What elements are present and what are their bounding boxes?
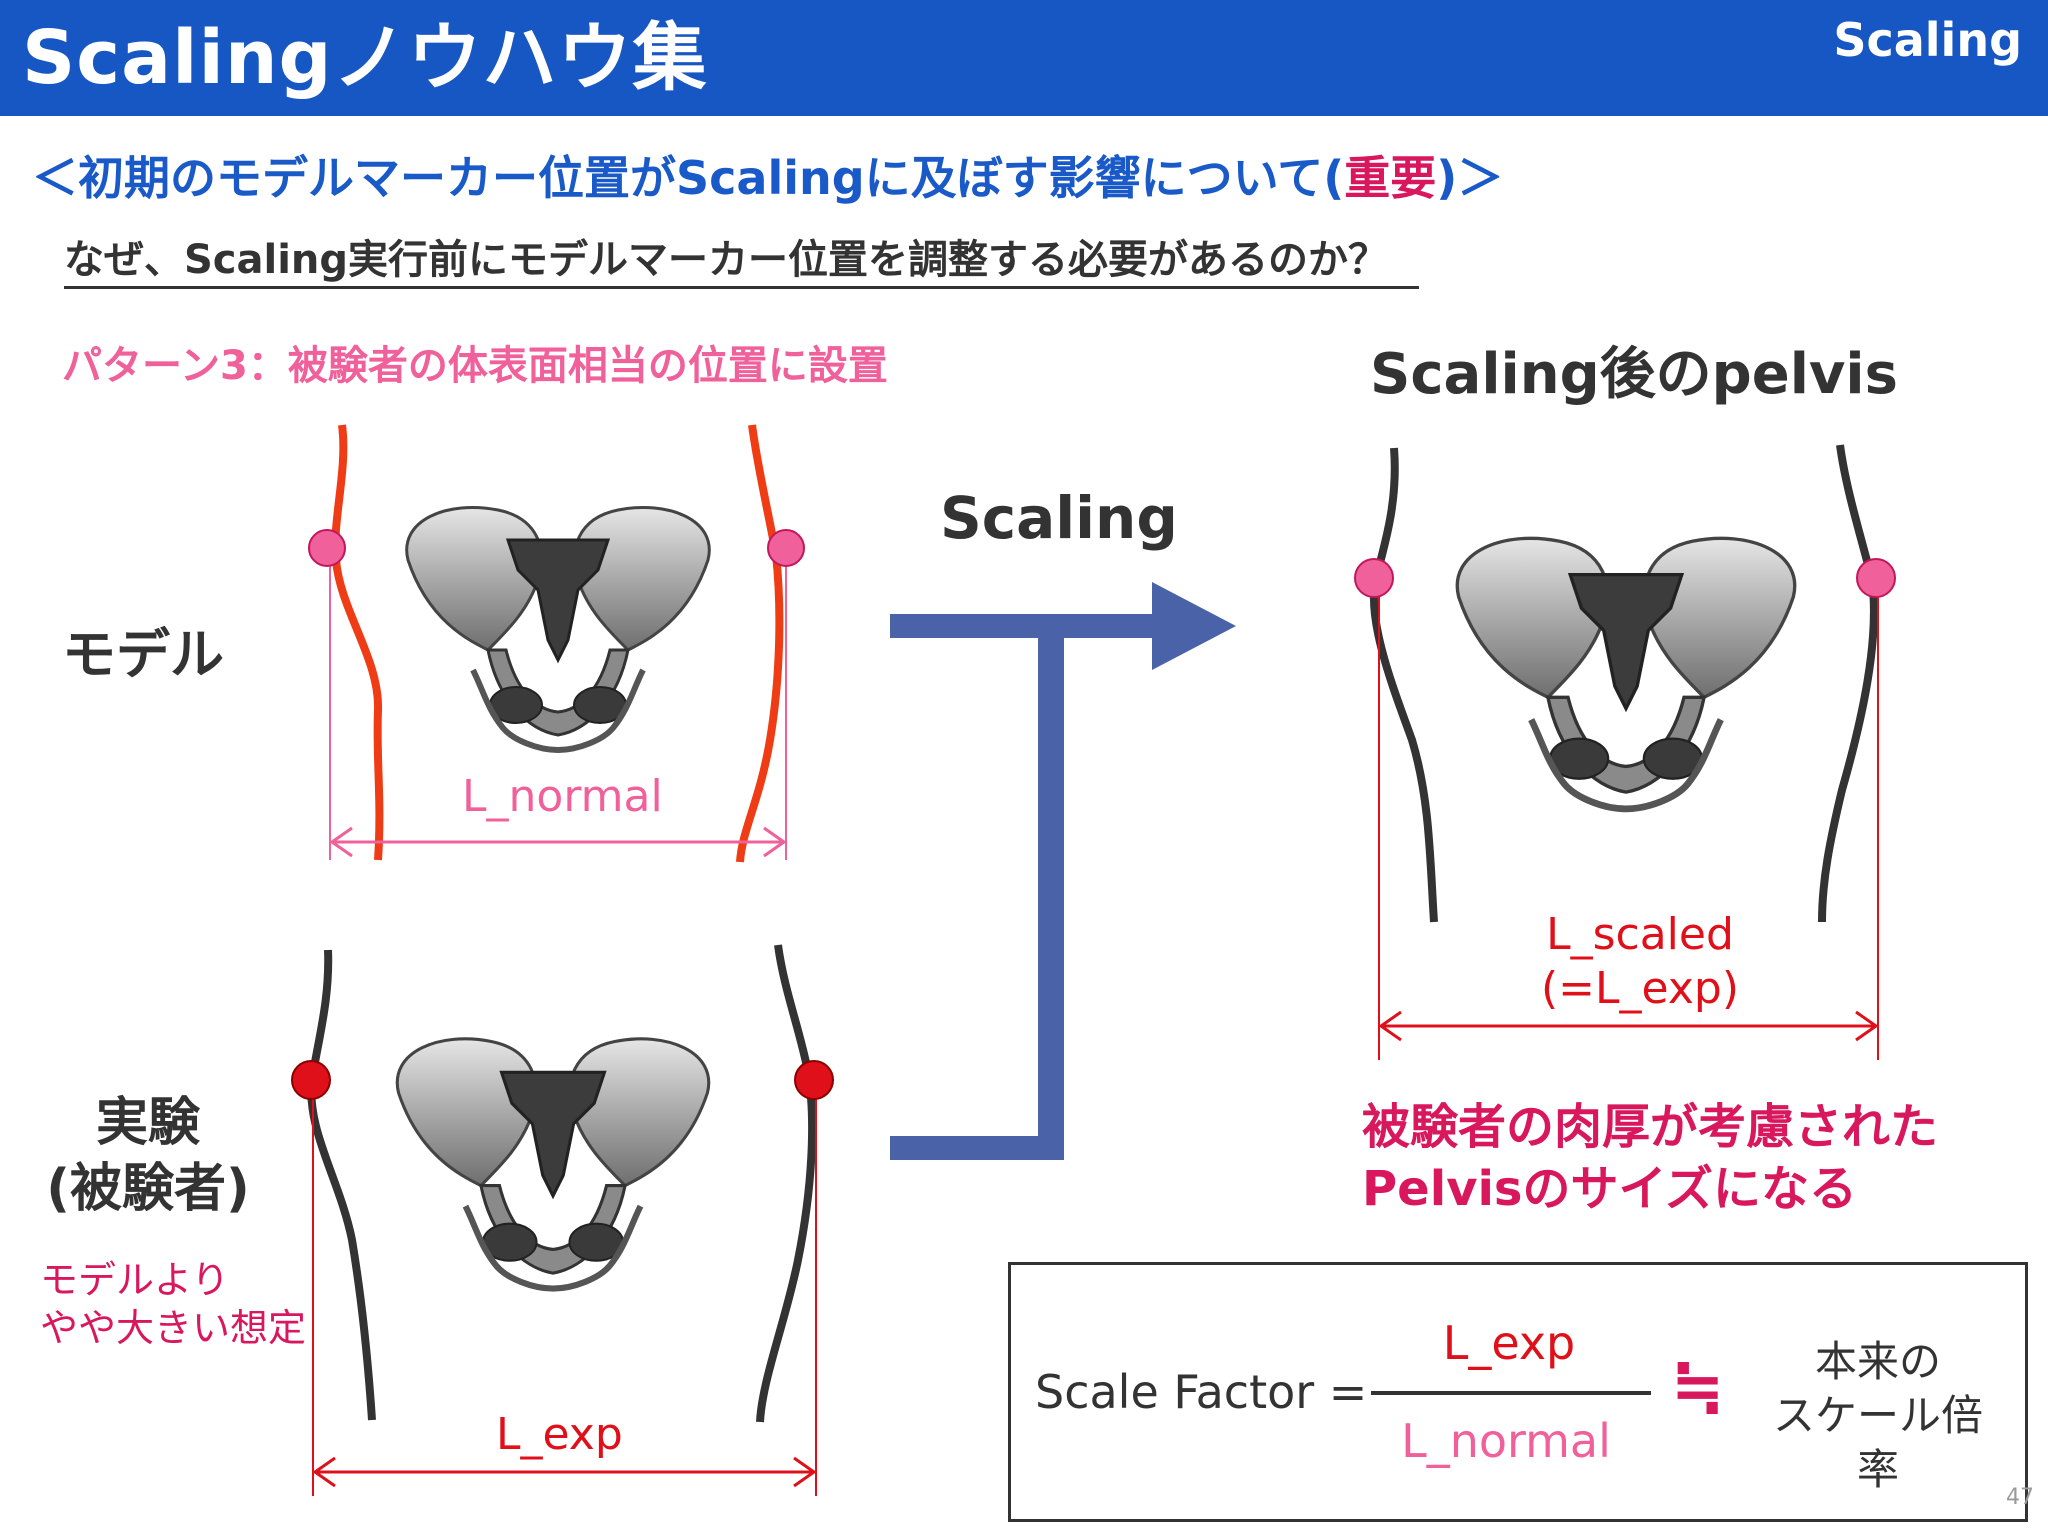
after-scaling-title: Scaling後のpelvis <box>1370 342 1898 407</box>
result-statement: 被験者の肉厚が考慮された Pelvisのサイズになる <box>1362 1096 1938 1220</box>
l-exp-label: L_exp <box>496 1409 623 1460</box>
experiment-note-line2: やや大きい想定 <box>40 1306 307 1350</box>
experiment-marker-left-icon <box>291 1060 331 1100</box>
scale-factor-formula-box: Scale Factor = L_exp L_normal ≒ 本来の スケール… <box>1008 1262 2028 1522</box>
scaled-skin-right <box>1818 444 1878 923</box>
header-bar: Scalingノウハウ集 Scaling <box>0 0 2048 116</box>
experiment-marker-right-icon <box>794 1060 834 1100</box>
page-number: 47 <box>2006 1485 2034 1510</box>
result-line2: Pelvisのサイズになる <box>1362 1161 1858 1217</box>
approx-equal-icon: ≒ <box>1671 1350 1725 1424</box>
scaled-marker-right-icon <box>1856 558 1896 598</box>
experiment-note: モデルより やや大きい想定 <box>40 1256 306 1352</box>
scaled-skin-left <box>1369 447 1438 923</box>
subtitle-suffix: )＞ <box>1436 151 1504 205</box>
formula-fraction-line <box>1371 1391 1651 1395</box>
l-scaled-dimension-line <box>1378 1010 1879 1042</box>
experiment-pelvis-icon <box>397 1039 708 1289</box>
right-arrow-icon <box>890 582 1236 1160</box>
section-tag: Scaling <box>1833 13 2022 67</box>
model-skin-left <box>331 424 384 861</box>
formula-rhs-line2: スケール倍率 <box>1772 1391 1983 1494</box>
experiment-row-label: 実験 (被験者) <box>28 1090 268 1222</box>
section-subtitle: ＜初期のモデルマーカー位置がScalingに及ぼす影響について(重要)＞ <box>32 150 1592 206</box>
model-row-label: モデル <box>62 623 224 686</box>
formula-numerator: L_exp <box>1442 1316 1576 1370</box>
scaled-marker-left-icon <box>1354 558 1394 598</box>
experiment-skin-left <box>307 949 376 1421</box>
l-scaled-line1: L_scaled <box>1546 909 1734 960</box>
model-pelvis-icon <box>407 507 710 750</box>
l-scaled-label: L_scaled (=L_exp) <box>1500 908 1780 1016</box>
l-normal-dimension-line <box>329 826 787 858</box>
model-skin-right <box>736 424 784 863</box>
l-scaled-line2: (=L_exp) <box>1541 963 1739 1014</box>
pattern-label: パターン3：被験者の体表面相当の位置に設置 <box>62 343 888 389</box>
scaling-arrow-label: Scaling <box>940 484 1178 552</box>
model-marker-right-icon <box>767 529 805 567</box>
scaled-pelvis-icon <box>1457 538 1794 809</box>
formula-rhs: 本来の スケール倍率 <box>1753 1335 2003 1497</box>
experiment-note-line1: モデルより <box>40 1258 230 1302</box>
experiment-label-line1: 実験 <box>95 1093 200 1153</box>
result-line1: 被験者の肉厚が考慮された <box>1362 1099 1939 1155</box>
experiment-skin-right <box>756 944 817 1423</box>
formula-denominator: L_normal <box>1401 1414 1611 1468</box>
formula-rhs-line1: 本来の <box>1814 1337 1941 1386</box>
subtitle-prefix: ＜初期のモデルマーカー位置がScalingに及ぼす影響について( <box>32 151 1345 205</box>
l-exp-dimension-line <box>312 1456 817 1488</box>
subtitle-important: 重要 <box>1344 151 1437 205</box>
model-marker-left-icon <box>308 529 346 567</box>
l-normal-label: L_normal <box>462 771 663 822</box>
scale-factor-label: Scale Factor = <box>1035 1365 1368 1419</box>
experiment-label-line2: (被験者) <box>46 1159 250 1219</box>
question-heading: なぜ、Scaling実行前にモデルマーカー位置を調整する必要があるのか？ <box>64 234 1419 289</box>
slide-title: Scalingノウハウ集 <box>22 15 708 101</box>
